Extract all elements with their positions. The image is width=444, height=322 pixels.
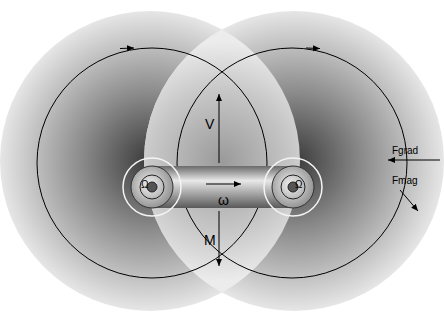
loop-arrow [306,48,320,50]
field-loop [177,48,407,278]
force-label: Fgrad [392,146,418,156]
field-loop [37,48,267,278]
force-label: Fmag [392,176,418,186]
end-symbol: Ω [141,180,148,190]
rotation-label: ω [218,193,229,207]
gradient-force-arrow [388,160,440,161]
rotation-arrow [206,184,241,185]
magnus-label: M [204,233,216,247]
end-symbol: Ω [295,180,302,190]
right-field-disk [144,11,444,311]
loop-arrow [120,48,134,50]
cylinder-end [123,158,181,216]
overlap-region [144,11,444,311]
magnus-arrow [219,211,220,266]
velocity-arrow [219,94,220,163]
magnetic-force-arrow [400,190,418,211]
cylinder-end [264,158,322,216]
velocity-label: V [205,117,214,131]
